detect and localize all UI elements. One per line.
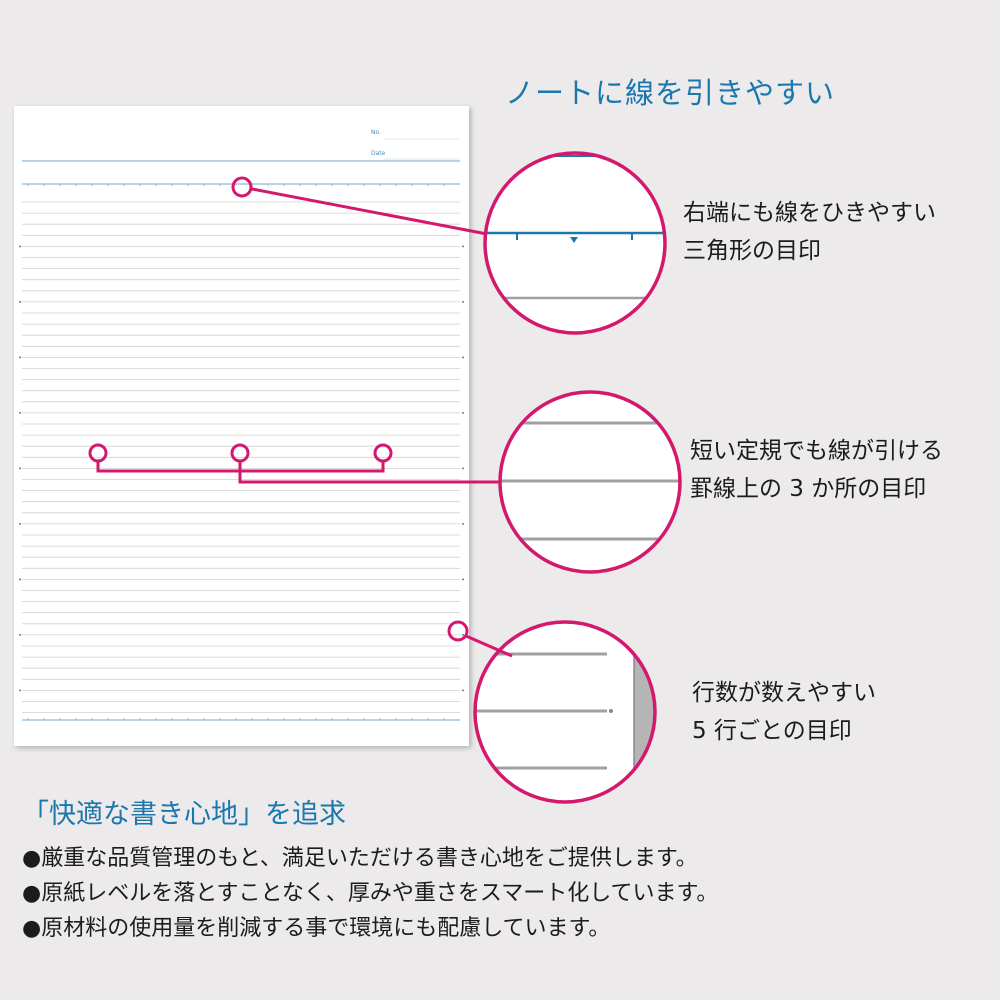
row-count-mark <box>19 411 21 414</box>
callout-text-3: 行数が数えやすい 5 行ごとの目印 <box>692 674 876 750</box>
row-count-mark <box>462 411 464 414</box>
row-count-mark <box>462 356 464 359</box>
feature-bullet: ●原紙レベルを落とすことなく、厚みや重さをスマート化しています。 <box>22 881 719 906</box>
row-count-mark <box>19 578 21 581</box>
callout-connector-3 <box>447 620 513 658</box>
row-count-mark <box>19 300 21 303</box>
callout-1-line2: 三角形の目印 <box>683 238 821 264</box>
callout-connector-1 <box>231 176 488 236</box>
callout-connector-2 <box>88 443 500 484</box>
callout-2-line2: 罫線上の 3 か所の目印 <box>690 476 927 502</box>
notebook-page: No. Date <box>14 106 469 746</box>
row-count-mark <box>462 689 464 692</box>
feature-bullet: ●原材料の使用量を削減する事で環境にも配慮しています。 <box>22 916 611 941</box>
row-count-mark <box>462 578 464 581</box>
callout-text-2: 短い定規でも線が引ける 罫線上の 3 か所の目印 <box>690 432 943 508</box>
callout-2-line1: 短い定規でも線が引ける <box>690 438 943 464</box>
no-label: No. <box>371 129 381 136</box>
row-count-mark <box>19 245 21 248</box>
row-count-mark <box>462 300 464 303</box>
magnifier-header-rule <box>483 151 667 335</box>
row-count-mark <box>19 689 21 692</box>
callout-3-line1: 行数が数えやすい <box>692 680 876 706</box>
page-rules <box>19 138 464 721</box>
row-count-mark <box>462 467 464 470</box>
callout-3-line2: 5 行ごとの目印 <box>692 718 852 744</box>
row-count-mark <box>462 522 464 525</box>
row-count-mark <box>19 522 21 525</box>
row-count-mark <box>19 467 21 470</box>
row-count-mark <box>462 245 464 248</box>
feature-bullet: ●厳重な品質管理のもと、満足いただける書き心地をご提供します。 <box>22 846 698 871</box>
callout-1-line1: 右端にも線をひきやすい <box>683 200 936 226</box>
feature-title: 「快適な書き心地」を追求 <box>22 799 346 830</box>
date-label: Date <box>371 150 386 157</box>
magnifier-page-edge <box>473 620 657 804</box>
row-count-mark <box>462 633 464 636</box>
row-count-mark <box>19 356 21 359</box>
callout-text-1: 右端にも線をひきやすい 三角形の目印 <box>683 194 936 270</box>
row-count-mark <box>19 633 21 636</box>
magnifier-ruled-lines <box>498 390 682 574</box>
headline: ノートに線を引きやすい <box>505 76 836 110</box>
feature-section: 「快適な書き心地」を追求 ●厳重な品質管理のもと、満足いただける書き心地をご提供… <box>22 792 718 946</box>
